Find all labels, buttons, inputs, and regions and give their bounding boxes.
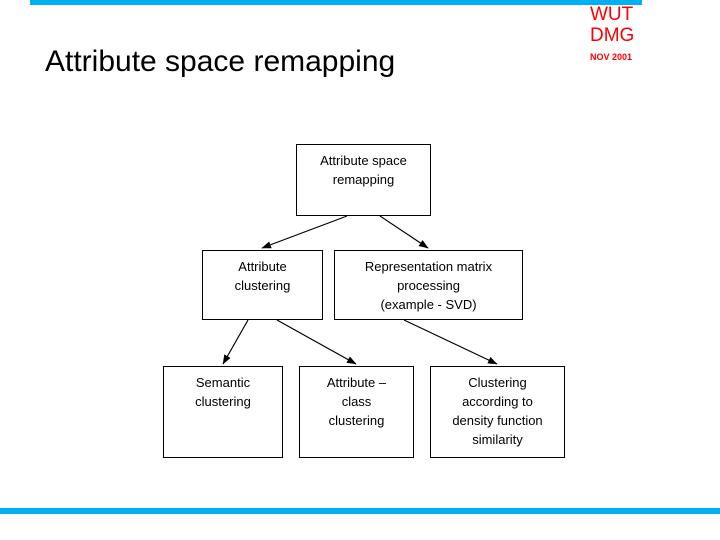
top-accent-bar bbox=[30, 0, 642, 5]
node-attribute-class-clustering-label: Attribute – class clustering bbox=[326, 375, 387, 428]
brand-line-1: WUT bbox=[590, 4, 634, 25]
edge-root-to-attribute-clustering bbox=[261, 215, 348, 249]
node-root-label: Attribute space remapping bbox=[320, 153, 407, 187]
node-attribute-clustering-label: Attribute clustering bbox=[234, 259, 291, 293]
node-semantic-clustering[interactable]: Semantic clustering bbox=[163, 366, 283, 458]
bottom-accent-bar bbox=[0, 508, 720, 514]
node-root[interactable]: Attribute space remapping bbox=[296, 144, 431, 216]
edge-attribute-clustering-to-semantic-clustering bbox=[222, 319, 249, 365]
node-attribute-class-clustering[interactable]: Attribute – class clustering bbox=[299, 366, 414, 458]
edge-attribute-clustering-to-attribute-class-clustering bbox=[276, 319, 357, 365]
node-clustering-density-label: Clustering according to density function… bbox=[452, 375, 543, 447]
presentation-date: NOV 2001 bbox=[590, 52, 633, 62]
node-representation-matrix[interactable]: Representation matrix processing (exampl… bbox=[334, 250, 523, 320]
edge-root-to-representation-matrix bbox=[379, 215, 429, 249]
node-clustering-density[interactable]: Clustering according to density function… bbox=[430, 366, 565, 458]
edge-representation-matrix-to-clustering-density bbox=[403, 319, 498, 365]
node-semantic-clustering-label: Semantic clustering bbox=[195, 375, 251, 409]
node-representation-matrix-label: Representation matrix processing (exampl… bbox=[364, 259, 493, 312]
page-title: Attribute space remapping bbox=[45, 45, 396, 78]
brand-line-2: DMG bbox=[590, 25, 635, 46]
node-attribute-clustering[interactable]: Attribute clustering bbox=[202, 250, 323, 320]
brand-block: WUT DMG NOV 2001 bbox=[590, 4, 710, 63]
